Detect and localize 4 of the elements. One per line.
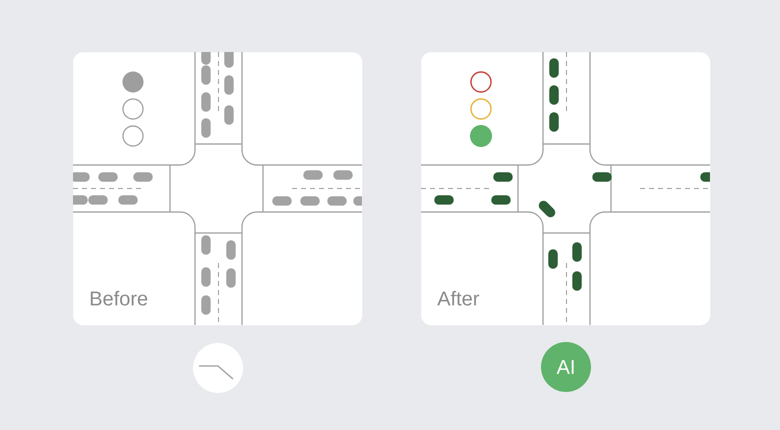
panel: Before [73,52,362,326]
ai-badge: AI [541,342,591,392]
icon-button [193,343,243,393]
panel: After [421,52,710,326]
